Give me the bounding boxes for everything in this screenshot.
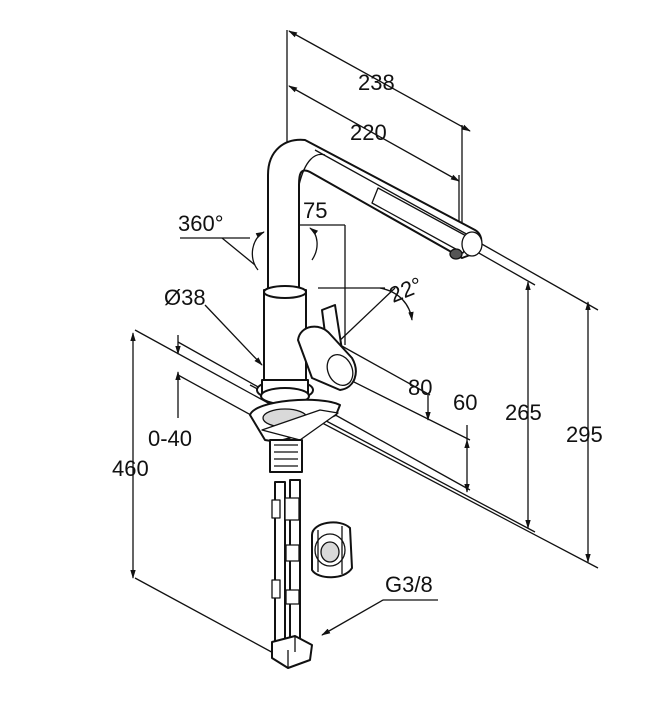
label-22-degrees: 22°	[386, 272, 426, 308]
label-220: 220	[350, 120, 387, 145]
label-75: 75	[303, 198, 327, 223]
dimension-line-220	[288, 85, 460, 182]
label-460: 460	[112, 456, 149, 481]
label-265: 265	[505, 400, 542, 425]
supply-hoses	[271, 479, 301, 646]
label-360-degrees: 360°	[178, 211, 224, 236]
label-60: 60	[453, 390, 477, 415]
label-g3-8: G3/8	[385, 572, 433, 597]
hose-weight	[311, 521, 353, 579]
dimension-labels: 238 220 360° 75 22° Ø38 80 60 265 295 0-…	[112, 70, 603, 597]
faucet-illustration	[249, 138, 483, 669]
label-80: 80	[408, 375, 432, 400]
label-diameter-38: Ø38	[164, 285, 206, 310]
dimension-lines	[130, 30, 599, 663]
spout	[267, 138, 483, 293]
label-0-40: 0-40	[148, 426, 192, 451]
label-295: 295	[566, 422, 603, 447]
label-238: 238	[358, 70, 395, 95]
connection-nut	[271, 635, 313, 669]
